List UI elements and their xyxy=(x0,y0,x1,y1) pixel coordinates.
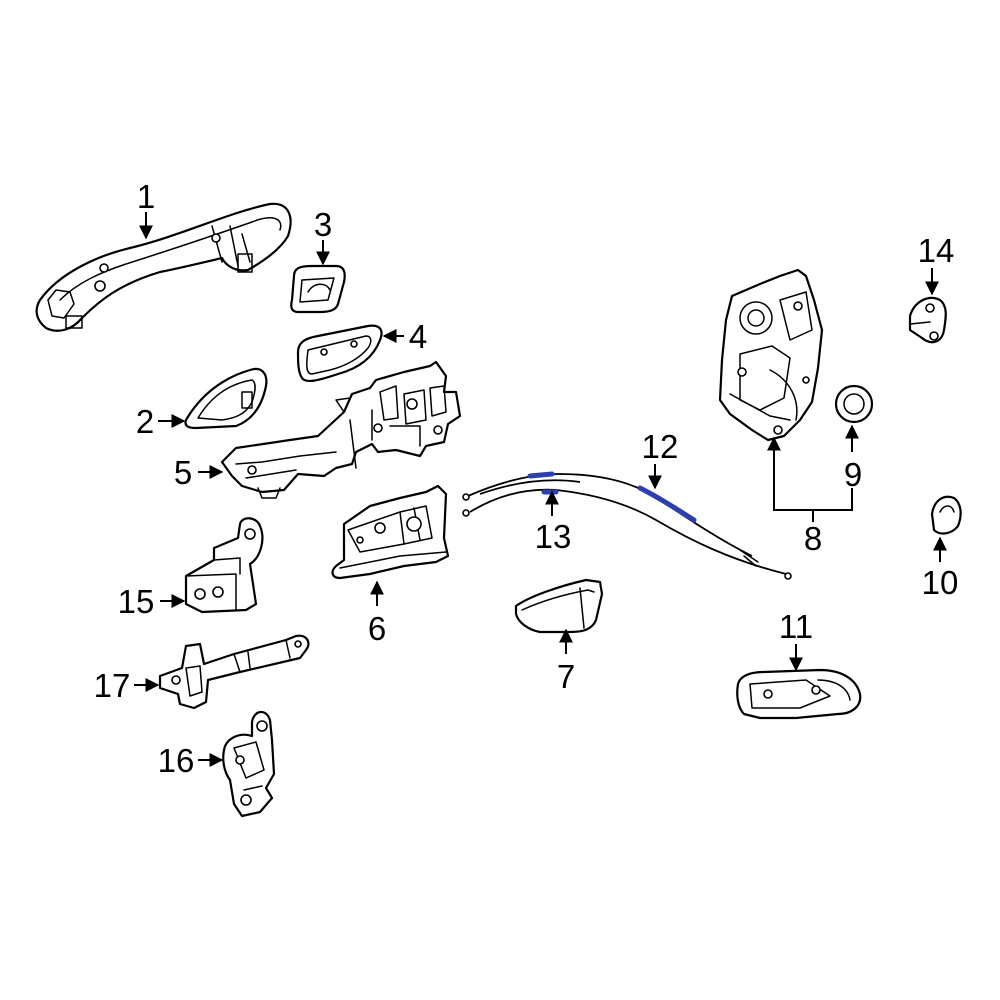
callout-2: 2 xyxy=(136,403,154,440)
part-12-13-cables[interactable] xyxy=(462,471,792,580)
callout-11: 11 xyxy=(779,608,813,645)
callout-8: 8 xyxy=(804,520,822,557)
part-2-escutcheon[interactable] xyxy=(184,367,268,430)
leader-8 xyxy=(773,444,853,511)
callout-6: 6 xyxy=(368,610,386,647)
part-15-upper-hinge[interactable] xyxy=(184,517,264,614)
callout-14: 14 xyxy=(918,232,955,269)
part-8-lock-actuator[interactable] xyxy=(718,268,824,442)
callout-7: 7 xyxy=(557,658,575,695)
callout-17: 17 xyxy=(94,667,131,704)
callout-1: 1 xyxy=(137,178,155,215)
callout-13: 13 xyxy=(535,518,572,555)
cable-highlight-segment-b xyxy=(637,485,697,523)
callout-9: 9 xyxy=(844,456,862,493)
part-16-lower-hinge[interactable] xyxy=(222,710,276,818)
part-1-outside-handle[interactable] xyxy=(35,202,292,332)
callout-labels: 1 2 3 4 5 6 7 8 9 10 11 12 13 14 15 16 1… xyxy=(94,178,959,779)
part-9-grommet[interactable] xyxy=(834,384,874,424)
part-10-bumper[interactable] xyxy=(930,495,962,535)
part-7-bezel[interactable] xyxy=(514,578,604,634)
part-5-handle-frame[interactable] xyxy=(220,360,462,499)
callout-15: 15 xyxy=(118,583,155,620)
callout-12: 12 xyxy=(642,428,679,465)
part-17-door-check[interactable] xyxy=(158,634,310,710)
callout-4: 4 xyxy=(409,318,427,355)
part-6-inside-handle[interactable] xyxy=(331,484,450,580)
callout-16: 16 xyxy=(158,742,195,779)
part-4-gasket[interactable] xyxy=(296,324,383,383)
callout-5: 5 xyxy=(174,454,192,491)
leader-lines xyxy=(134,212,947,767)
callout-3: 3 xyxy=(314,206,332,243)
part-14-striker[interactable] xyxy=(908,296,947,344)
part-3-handle-cap[interactable] xyxy=(290,264,346,314)
callout-10: 10 xyxy=(922,564,959,601)
part-11-trim-cover[interactable] xyxy=(736,668,862,720)
cable-highlight-segment-a xyxy=(527,471,555,479)
